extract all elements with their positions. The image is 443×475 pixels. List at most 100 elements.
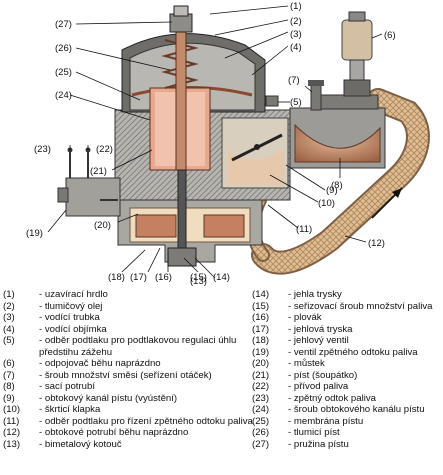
callout-19: (19) [26,228,43,239]
callout-1: (1) [290,1,302,12]
legend-number: (8) [3,381,15,392]
legend-number: (3) [3,312,15,323]
legend-row: (10)- škrticí klapka [3,404,255,416]
carburetor-body [114,109,291,201]
float-bowl [117,169,263,267]
callout-6: (6) [384,30,396,41]
legend-column-left: (1) - uzavírací hrdlo (2) - tlumičový olej… [3,289,255,450]
legend-row: (23) - zpětný odtok paliva [252,393,442,405]
callout-26: (26) [55,43,72,54]
legend-text: - tlumičový olej [39,300,103,312]
callout-17: (17) [130,272,147,283]
legend-text: - šroub množství směsi (seřízení otáček) [39,369,212,381]
legend-text: - odpojovač běhu naprázdno [39,358,161,369]
legend-row: (26) - tlumicí píst [252,427,442,439]
legend-number: (25) [252,415,270,427]
callout-14: (14) [213,272,230,283]
legend-text: - plovák [288,312,322,323]
bypass-hose-fill [253,90,428,273]
callout-22: (22) [96,144,113,155]
legend-text: - vodící trubka [39,312,100,323]
legend-text: - obtokový kanál pístu (vyústění) [39,392,178,404]
callout-21: (21) [90,166,107,177]
legend-row: (21)- píst (šoupátko) [252,370,442,382]
legend-row: (20)- můstek [252,358,442,370]
legend-number: (4) [3,323,15,335]
legend-row: (4) - vodící objímka [3,324,255,336]
legend-number: (2) [3,300,15,312]
legend-row: (17)- jehlová tryska [252,324,442,336]
callout-9: (9) [326,185,338,196]
legend-row: (6) - odpojovač běhu naprázdno [3,358,255,370]
legend-row: (22)- přívod paliva [252,381,442,393]
callout-15: (15) [190,272,207,283]
legend-row: (8) - sací potrubí [3,381,255,393]
legend-text: - ventil zpětného odtoku paliva [288,346,418,358]
legend-text: - píst (šoupátko) [288,369,358,381]
fuel-fittings [57,147,121,217]
legend-text: - přívod paliva [288,381,349,392]
legend-text: - obtokové potrubí běhu naprázdno [39,427,189,438]
legend-text: - zpětný odtok paliva [288,392,376,404]
callout-13: (13) [190,276,207,287]
legend-text: - škrticí klapka [39,404,101,415]
callout-3: (3) [290,29,302,40]
idle-cutoff-valve [341,11,373,97]
legend-number: (12) [3,427,21,438]
vacuum-port [265,95,279,107]
legend-row: (24)- šroub obtokového kanálu pístu [252,404,442,416]
legend-number: (6) [3,358,15,369]
legend-number: (24) [252,404,270,415]
leader-lines [47,5,383,279]
legend-number: (27) [252,438,270,450]
legend-text: - uzavírací hrdlo [39,289,108,300]
callout-18: (18) [108,272,125,283]
legend-number: (23) [252,392,270,404]
callout-16: (16) [155,272,172,283]
legend-number: (26) [252,427,270,438]
legend-text: - odběr podtlaku pro řízení zpětného odt… [39,415,253,427]
callout-5: (5) [290,97,302,108]
callout-20: (20) [94,220,111,231]
callout-23: (23) [34,144,51,155]
intake-manifold [289,94,386,169]
legend-text: - tlumicí píst [288,427,340,438]
legend-number: (5) [3,335,15,346]
legend-row: (27) - pružina pístu [252,439,442,451]
legend-row: (19) - ventil zpětného odtoku paliva [252,347,442,359]
legend-text: - bimetalový kotouč [39,438,122,450]
legend-row: (2) - tlumičový olej [3,301,255,313]
legend-number: (15) [252,300,270,312]
legend-number: (16) [252,312,270,323]
legend-number: (7) [3,369,15,381]
callout-10: (10) [318,198,335,209]
legend-row: (9) - obtokový kanál pístu (vyústění) [3,393,255,405]
legend-row: (5) - odběr podtlaku pro podtlakovou regu… [3,335,255,358]
legend-row: (25)- membrána pístu [252,416,442,428]
legend-row: (15)- seřizovací šroub množství paliva [252,301,442,313]
legend-number: (9) [3,392,15,404]
legend-row: (7) - šroub množství směsi (seřízení otáč… [3,370,255,382]
legend-text: - odběr podtlaku pro podtlakovou regulac… [39,335,237,358]
legend-number: (1) [3,289,15,300]
legend-text: - vodící objímka [39,323,107,335]
legend-row: (13) - bimetalový kotouč [3,439,255,451]
piston-spring [161,39,199,89]
callout-4: (4) [290,42,302,53]
callout-2: (2) [290,16,302,27]
callout-labels: (1) (2) (3) (4) (5) (6) (7) (8) (9) (10)… [26,1,396,287]
legend-number: (13) [3,438,21,450]
legend-number: (20) [252,358,270,369]
legend-row: (3) - vodící trubka [3,312,255,324]
callout-8: (8) [331,180,343,191]
legend-number: (14) [252,289,270,300]
legend-text: - sací potrubí [39,381,95,392]
callout-12: (12) [368,238,385,249]
legend-text: - jehla trysky [288,289,342,300]
legend-number: (19) [252,346,270,358]
legend-number: (18) [252,335,270,346]
legend-row: (18)- jehlový ventil [252,335,442,347]
legend-text: - pružina pístu [288,438,349,450]
callout-11: (11) [296,224,312,235]
legend-row: (14) - jehla trysky [252,289,442,301]
